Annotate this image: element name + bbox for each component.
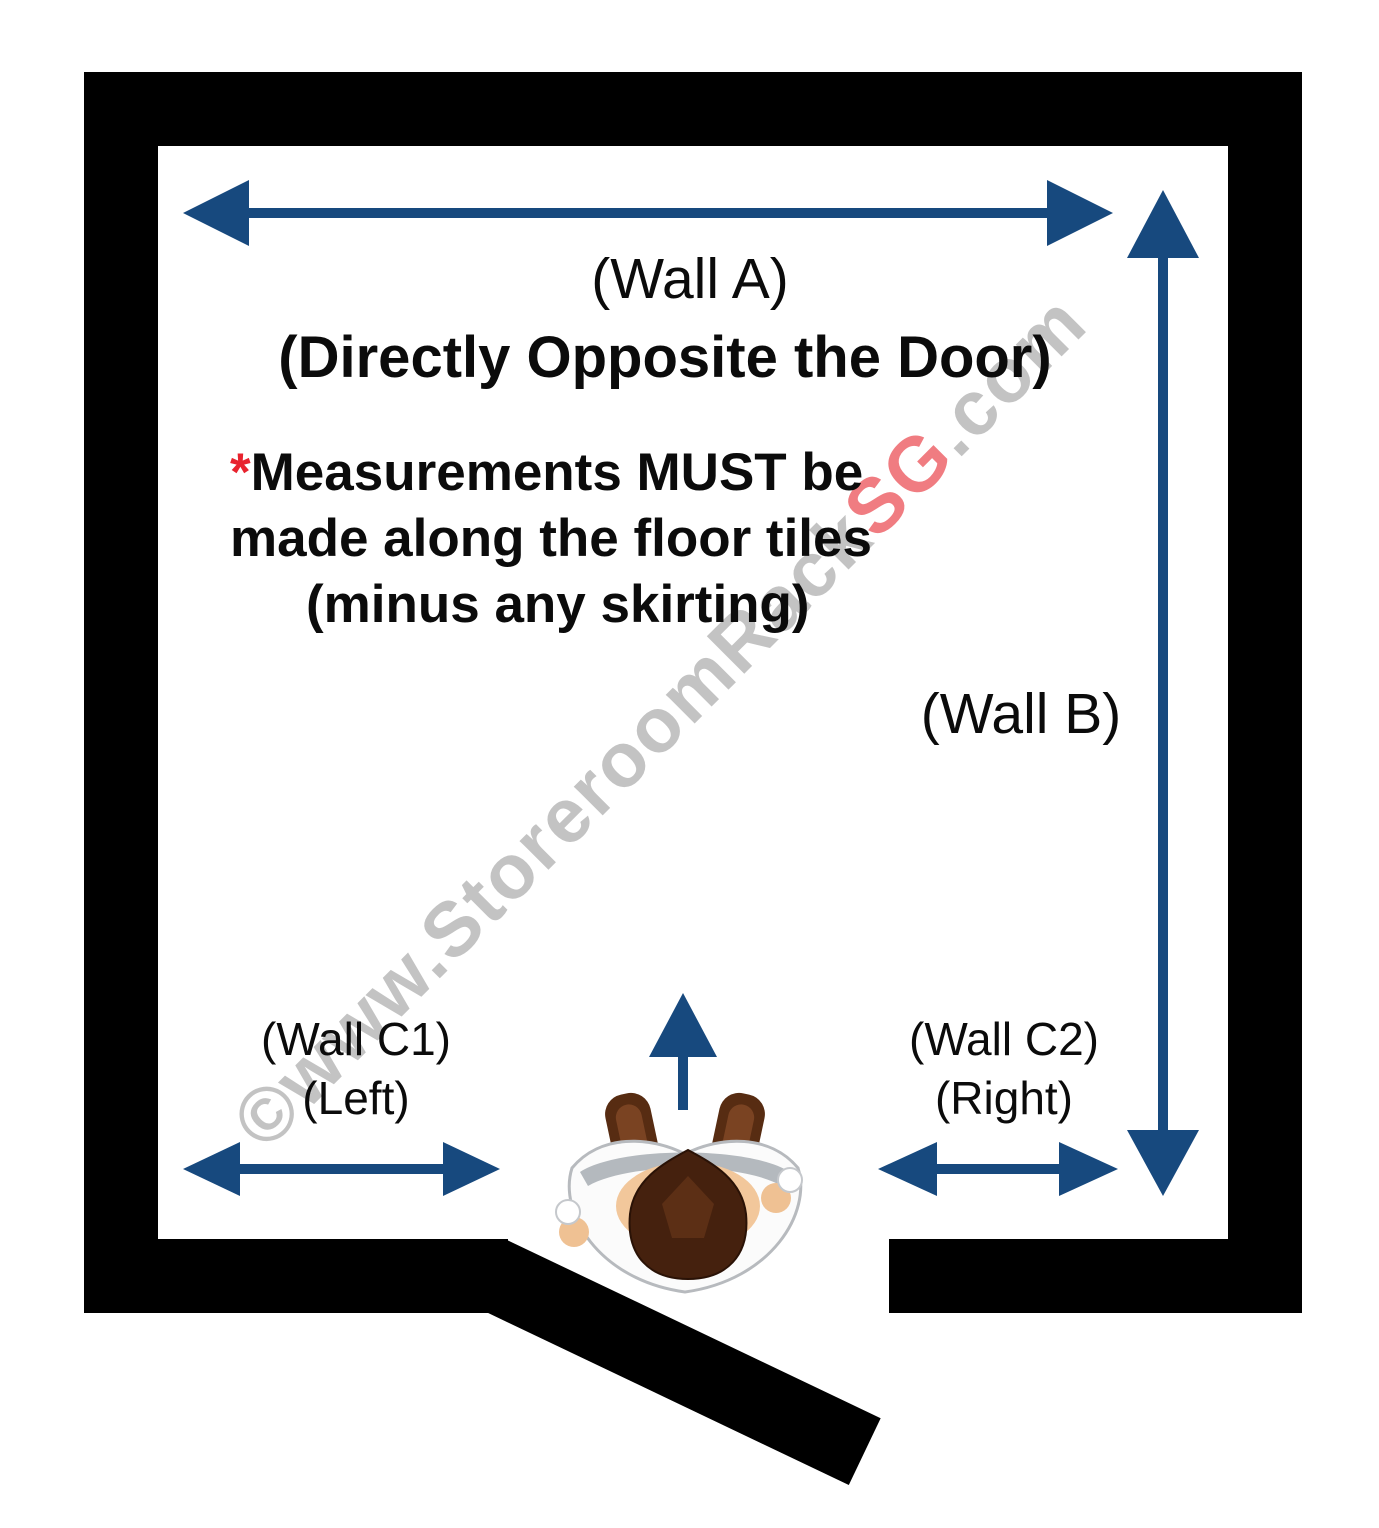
wall-b-label: (Wall B) bbox=[920, 682, 1122, 746]
wall-c2-name: (Wall C2) bbox=[909, 1013, 1099, 1065]
measurement-note: *Measurements MUST be made along the flo… bbox=[230, 440, 872, 638]
wall-c1-left-wall bbox=[84, 72, 158, 1313]
wall-a-measure-arrow-icon bbox=[183, 180, 1113, 246]
wall-c2-measure-arrow-icon bbox=[878, 1142, 1118, 1196]
required-asterisk: * bbox=[230, 443, 251, 502]
wall-c1-measure-arrow-icon bbox=[183, 1142, 500, 1196]
wall-b-right-wall bbox=[1228, 72, 1302, 1313]
wall-c1-name: (Wall C1) bbox=[261, 1013, 451, 1065]
wall-c2-label: (Wall C2) (Right) bbox=[909, 1010, 1099, 1128]
wall-c2-side: (Right) bbox=[934, 1072, 1074, 1124]
wall-bottom-right-segment bbox=[889, 1239, 1302, 1313]
person-top-view-icon bbox=[555, 1092, 803, 1294]
note-line3: (minus any skirting) bbox=[306, 575, 810, 634]
note-line2: made along the floor tiles bbox=[230, 509, 872, 568]
facing-direction-arrow-icon bbox=[649, 993, 717, 1110]
note-line1: *Measurements MUST be bbox=[230, 443, 864, 502]
wall-c1-label: (Wall C1) (Left) bbox=[261, 1010, 451, 1128]
wall-a-top-wall bbox=[84, 72, 1302, 146]
wall-c1-side: (Left) bbox=[302, 1072, 410, 1124]
wall-a-subtitle: (Directly Opposite the Door) bbox=[278, 325, 1052, 390]
wall-b-measure-arrow-icon bbox=[1127, 190, 1199, 1196]
wall-a-label: (Wall A) bbox=[591, 247, 789, 311]
wall-bottom-left-segment bbox=[84, 1239, 508, 1313]
